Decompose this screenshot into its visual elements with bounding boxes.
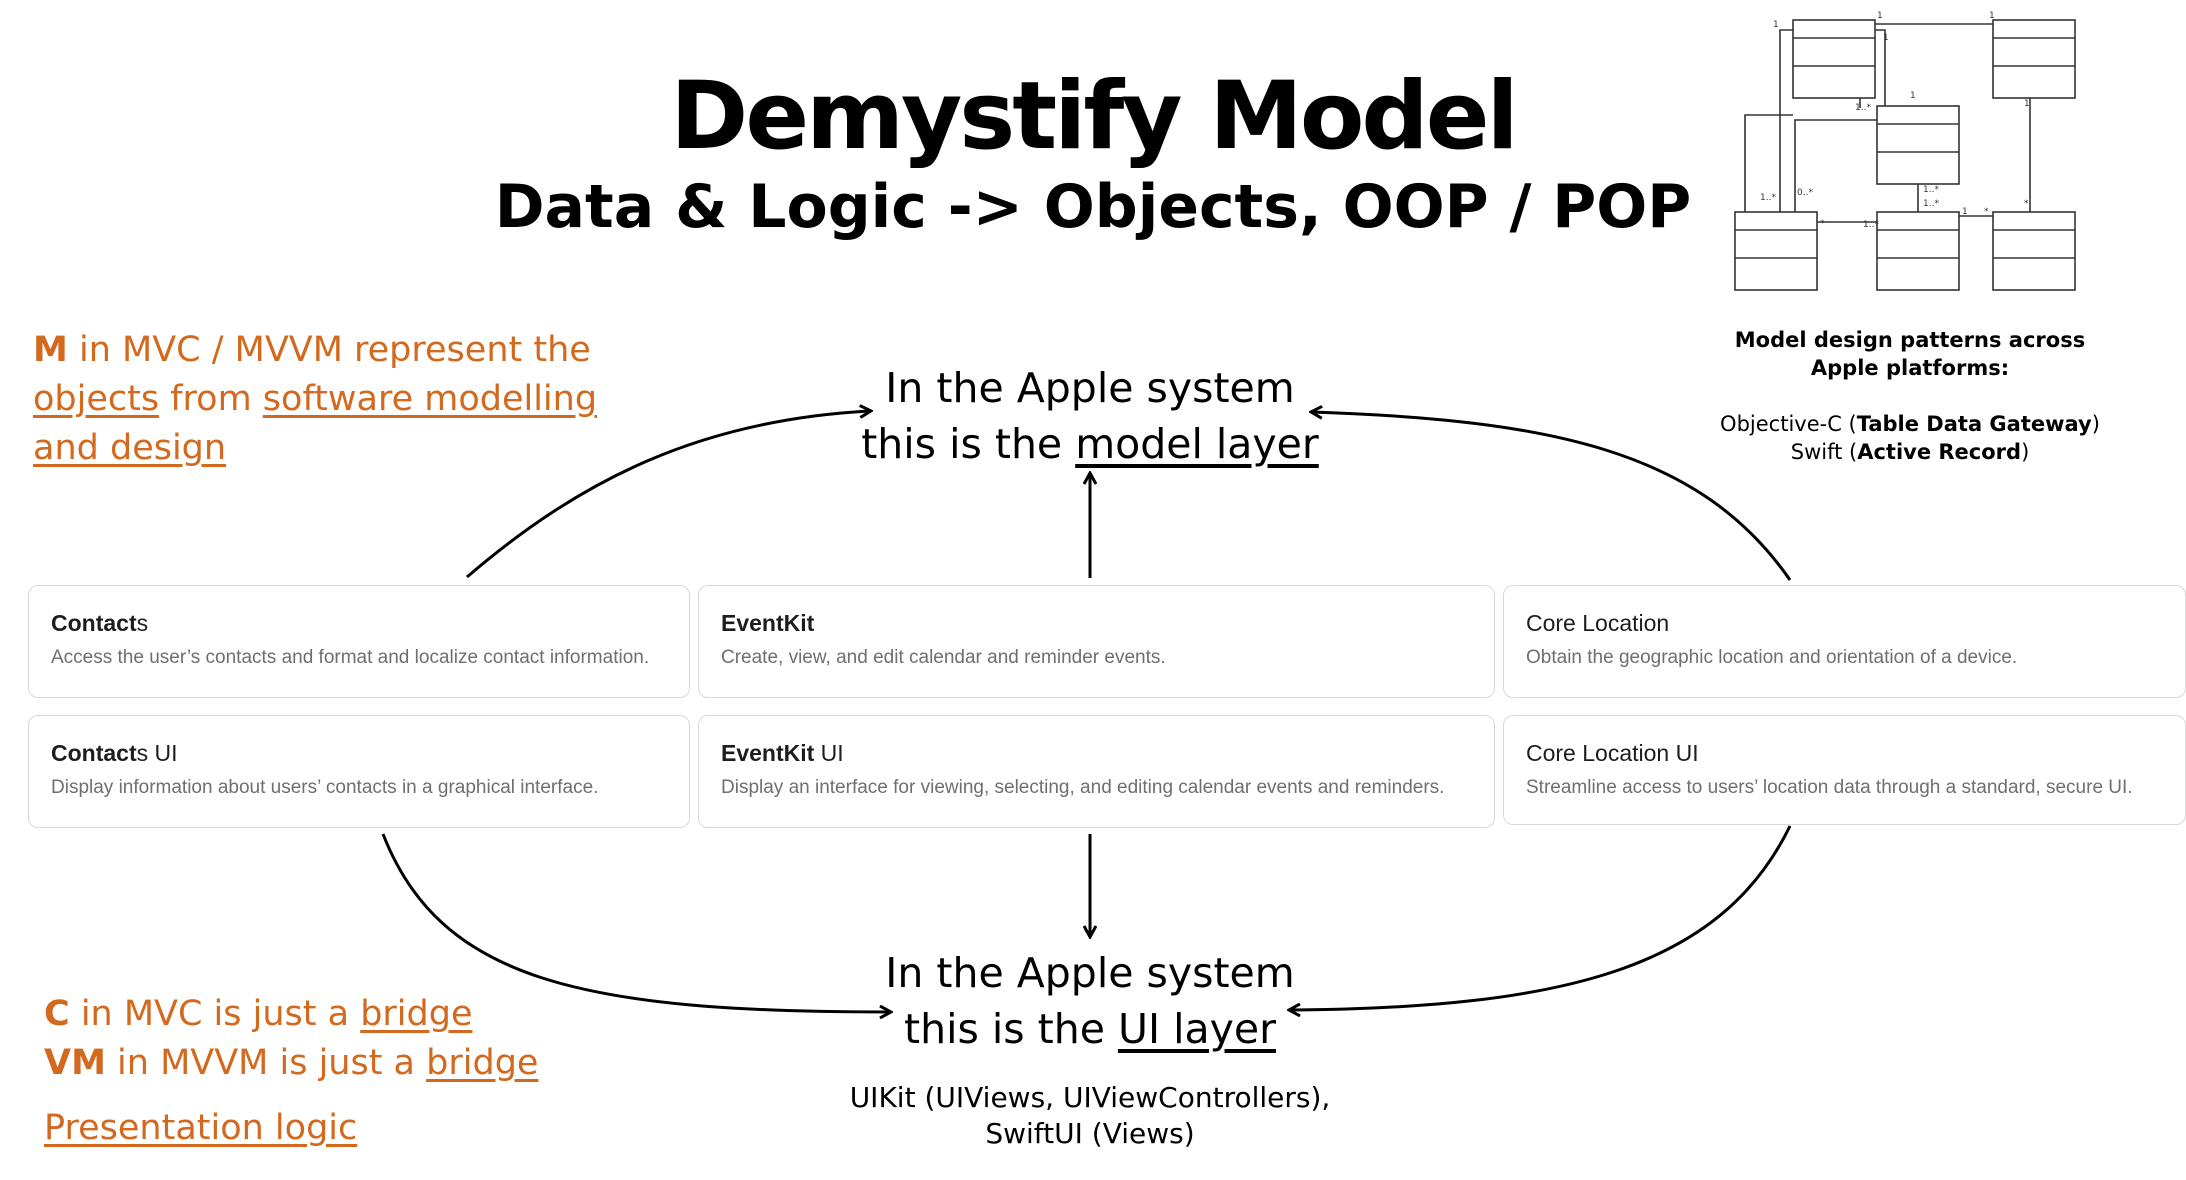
patterns-heading-1: Model design patterns across — [1734, 328, 2086, 352]
uml-multiplicity: 1 — [1877, 11, 1883, 21]
m-note: M in MVC / MVVM represent the objects fr… — [33, 330, 598, 468]
page-subtitle: Data & Logic -> Objects, OOP / POP — [494, 172, 1692, 242]
card-eventkit[interactable]: EventKit Create, view, and edit calendar… — [698, 585, 1495, 698]
model-layer-term: model layer — [1075, 420, 1319, 468]
card-contacts[interactable]: Contacts Access the user’s contacts and … — [28, 585, 690, 698]
uml-multiplicity: 1 — [1989, 11, 1995, 21]
model-layer-label: In the Apple system this is the model la… — [861, 364, 1319, 468]
software-modelling-link: software modelling — [262, 379, 598, 419]
vm-label: VM — [44, 1043, 106, 1083]
card-contacts-ui[interactable]: Contacts UI Display information about us… — [28, 715, 690, 828]
ui-layer-label: In the Apple system this is the UI layer — [885, 949, 1295, 1053]
patterns-heading-2: Apple platforms: — [1810, 356, 2010, 380]
objc-pattern: Objective-C (Table Data Gateway) — [1720, 412, 2100, 436]
card-core-location[interactable]: Core Location Obtain the geographic loca… — [1503, 585, 2186, 698]
and-design-link: and design — [33, 428, 227, 468]
card-core-location-ui[interactable]: Core Location UI Streamline access to us… — [1503, 715, 2186, 825]
swift-pattern: Swift (Active Record) — [1790, 440, 2030, 464]
uml-multiplicity: 1 — [1773, 20, 1779, 30]
page-title: Demystify Model — [670, 62, 1518, 171]
model-patterns-note: Model design patterns across Apple platf… — [1660, 326, 2160, 466]
objects-link: objects — [33, 379, 160, 419]
c-vm-note: C in MVC is just a bridge VM in MVVM is … — [44, 994, 539, 1148]
vm-bridge-link: bridge — [426, 1043, 539, 1083]
c-label: C — [44, 994, 70, 1034]
presentation-logic-link: Presentation logic — [44, 1108, 358, 1148]
ui-frameworks-note: UIKit (UIViews, UIViewControllers), Swif… — [849, 1081, 1331, 1150]
m-label: M — [33, 330, 68, 370]
uml-multiplicity: 1 — [1883, 33, 1889, 43]
card-eventkit-ui[interactable]: EventKit UI Display an interface for vie… — [698, 715, 1495, 828]
c-bridge-link: bridge — [360, 994, 473, 1034]
ui-layer-term: UI layer — [1117, 1005, 1276, 1053]
